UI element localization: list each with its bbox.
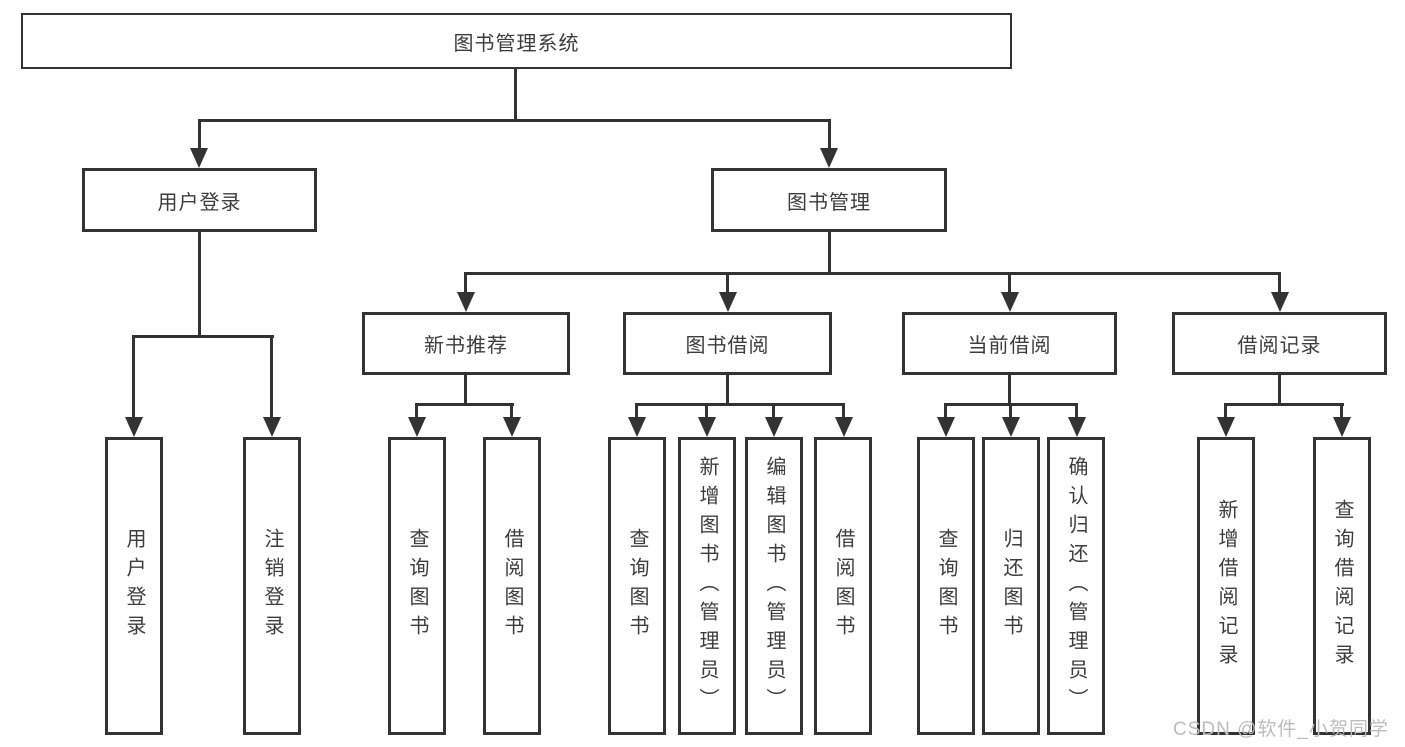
leaf-label: 编辑图书（管理员） — [763, 455, 785, 717]
arrowhead-icon — [719, 292, 737, 312]
connector-line — [415, 403, 514, 406]
arrowhead-icon — [1217, 417, 1235, 437]
connector-line — [828, 232, 831, 275]
arrowhead-icon — [125, 417, 143, 437]
arrowhead-icon — [503, 417, 521, 437]
leaf-label: 借阅图书 — [501, 528, 523, 644]
connector-line — [1075, 403, 1078, 421]
node-user-login: 用户登录 — [82, 168, 317, 232]
node-current-borrowing: 当前借阅 — [902, 312, 1117, 375]
leaf-label: 查询借阅记录 — [1331, 499, 1353, 673]
connector-line — [464, 272, 467, 296]
leaf-query-books-borrowing: 查询图书 — [608, 437, 666, 735]
leaf-label: 新增借阅记录 — [1215, 499, 1237, 673]
connector-line — [1340, 403, 1343, 421]
leaf-logout: 注销登录 — [243, 437, 301, 735]
connector-line — [944, 403, 947, 421]
arrowhead-icon — [408, 417, 426, 437]
leaf-query-books-recommend: 查询图书 — [388, 437, 446, 735]
leaf-user-login: 用户登录 — [105, 437, 163, 735]
node-book-management: 图书管理 — [711, 168, 947, 232]
connector-line — [1278, 375, 1281, 406]
arrowhead-icon — [937, 417, 955, 437]
leaf-label: 确认归还（管理员） — [1065, 455, 1087, 717]
connector-line — [198, 119, 831, 122]
leaf-borrow-books-recommend: 借阅图书 — [483, 437, 541, 735]
leaf-return-books: 归还图书 — [982, 437, 1040, 735]
connector-line — [1008, 272, 1011, 296]
connector-line — [510, 403, 513, 421]
leaf-edit-books-admin: 编辑图书（管理员） — [745, 437, 803, 735]
connector-line — [726, 375, 729, 406]
leaf-label: 新增图书（管理员） — [696, 455, 718, 717]
connector-line — [726, 272, 729, 296]
connector-line — [1224, 403, 1227, 421]
arrowhead-icon — [1068, 417, 1086, 437]
leaf-label: 查询图书 — [406, 528, 428, 644]
leaf-label: 归还图书 — [1000, 528, 1022, 644]
arrowhead-icon — [1333, 417, 1351, 437]
arrowhead-icon — [1002, 417, 1020, 437]
node-library-management-system: 图书管理系统 — [21, 13, 1012, 69]
connector-line — [465, 272, 1281, 275]
arrowhead-icon — [1271, 292, 1289, 312]
node-borrowing-records: 借阅记录 — [1172, 312, 1387, 375]
connector-line — [132, 335, 135, 421]
connector-line — [514, 69, 517, 121]
arrowhead-icon — [190, 148, 208, 168]
connector-line — [635, 403, 638, 421]
connector-line — [842, 403, 845, 421]
arrowhead-icon — [835, 417, 853, 437]
csdn-watermark: CSDN @软件_小贺同学 — [1173, 719, 1389, 740]
arrowhead-icon — [820, 148, 838, 168]
leaf-query-borrow-record: 查询借阅记录 — [1313, 437, 1371, 735]
connector-line — [198, 119, 201, 152]
connector-line — [635, 403, 845, 406]
leaf-add-borrow-record: 新增借阅记录 — [1197, 437, 1255, 735]
leaf-label: 注销登录 — [261, 528, 283, 644]
arrowhead-icon — [628, 417, 646, 437]
arrowhead-icon — [765, 417, 783, 437]
arrowhead-icon — [698, 417, 716, 437]
leaf-query-books-current: 查询图书 — [917, 437, 975, 735]
connector-line — [198, 232, 201, 338]
connector-line — [1224, 403, 1344, 406]
connector-line — [772, 403, 775, 421]
leaf-label: 查询图书 — [935, 528, 957, 644]
leaf-borrow-books-borrowing: 借阅图书 — [814, 437, 872, 735]
leaf-label: 查询图书 — [626, 528, 648, 644]
connector-line — [270, 335, 273, 421]
connector-line — [1009, 403, 1012, 421]
leaf-add-books-admin: 新增图书（管理员） — [678, 437, 736, 735]
node-book-borrowing: 图书借阅 — [623, 312, 832, 375]
arrowhead-icon — [457, 292, 475, 312]
connector-line — [1008, 375, 1011, 406]
node-new-book-recommendation: 新书推荐 — [362, 312, 570, 375]
leaf-label: 用户登录 — [123, 528, 145, 644]
connector-line — [415, 403, 418, 421]
arrowhead-icon — [263, 417, 281, 437]
arrowhead-icon — [1001, 292, 1019, 312]
connector-line — [828, 119, 831, 152]
connector-line — [1278, 272, 1281, 296]
leaf-confirm-return-admin: 确认归还（管理员） — [1047, 437, 1105, 735]
leaf-label: 借阅图书 — [832, 528, 854, 644]
connector-line — [705, 403, 708, 421]
connector-line — [464, 375, 467, 406]
connector-line — [133, 335, 274, 338]
